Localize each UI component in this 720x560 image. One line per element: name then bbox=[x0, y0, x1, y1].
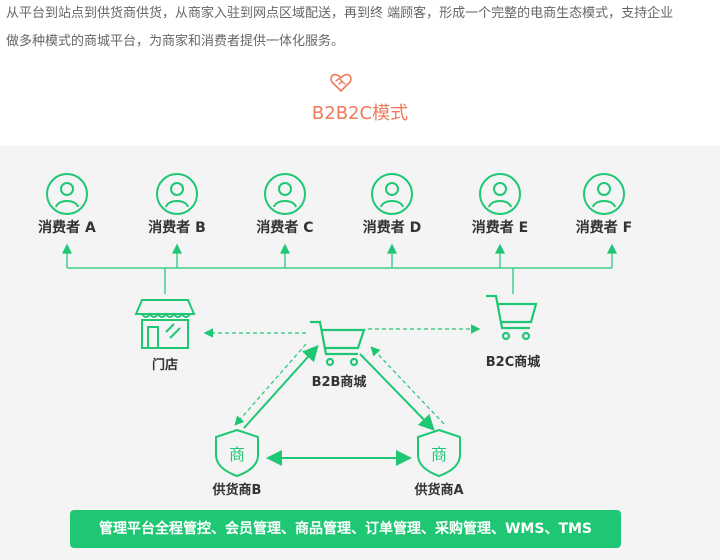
consumer-icon-c bbox=[264, 173, 306, 215]
supplier-b-label: 供货商B bbox=[212, 483, 262, 498]
b2b-label: B2B商城 bbox=[311, 375, 367, 390]
supplier-b-glyph: 商 bbox=[229, 445, 245, 464]
handshake-icon bbox=[330, 73, 352, 92]
consumer-icon-e bbox=[479, 173, 521, 215]
supplier-a-glyph: 商 bbox=[431, 445, 447, 464]
consumer-icon-b bbox=[156, 173, 198, 215]
intro-line-1: 从平台到站点到供货商供货，从商家入驻到网点区域配送，再到终 端顾客，形成一个完整… bbox=[6, 6, 674, 21]
b2b-cart-icon bbox=[310, 320, 366, 367]
arrow-b2b-to-supplier-a bbox=[359, 353, 435, 431]
arrow-supplier-a-to-b2b bbox=[370, 346, 445, 425]
consumer-icon-f bbox=[583, 173, 625, 215]
store-icon bbox=[134, 299, 196, 349]
consumer-label-a: 消费者 A bbox=[38, 220, 96, 236]
supplier-b-shield-icon: 商 bbox=[215, 428, 259, 478]
consumer-label-c: 消费者 C bbox=[256, 220, 314, 236]
consumer-label-e: 消费者 E bbox=[471, 220, 529, 236]
consumer-bus bbox=[62, 243, 617, 294]
b2c-label: B2C商城 bbox=[485, 355, 541, 370]
b2c-cart-icon bbox=[486, 294, 538, 341]
consumer-label-b: 消费者 B bbox=[148, 220, 206, 236]
store-label: 门店 bbox=[151, 358, 179, 373]
consumer-label-d: 消费者 D bbox=[362, 220, 422, 236]
management-bar: 管理平台全程管控、会员管理、商品管理、订单管理、采购管理、WMS、TMS bbox=[70, 510, 621, 548]
consumer-icon-a bbox=[46, 173, 88, 215]
intro-text: 从平台到站点到供货商供货，从商家入驻到网点区域配送，再到终 端顾客，形成一个完整… bbox=[0, 0, 720, 60]
diagram-panel bbox=[0, 146, 720, 560]
mode-title: B2B2C模式 bbox=[311, 103, 409, 124]
supplier-a-label: 供货商A bbox=[414, 483, 464, 498]
consumer-icon-d bbox=[371, 173, 413, 215]
supplier-a-shield-icon: 商 bbox=[417, 428, 461, 478]
consumer-label-f: 消费者 F bbox=[575, 220, 633, 236]
arrow-b2b-to-supplier-b bbox=[234, 343, 307, 426]
intro-line-2: 做多种模式的商城平台，为商家和消费者提供一体化服务。 bbox=[6, 34, 345, 49]
arrow-supplier-b-to-b2b bbox=[243, 345, 319, 429]
